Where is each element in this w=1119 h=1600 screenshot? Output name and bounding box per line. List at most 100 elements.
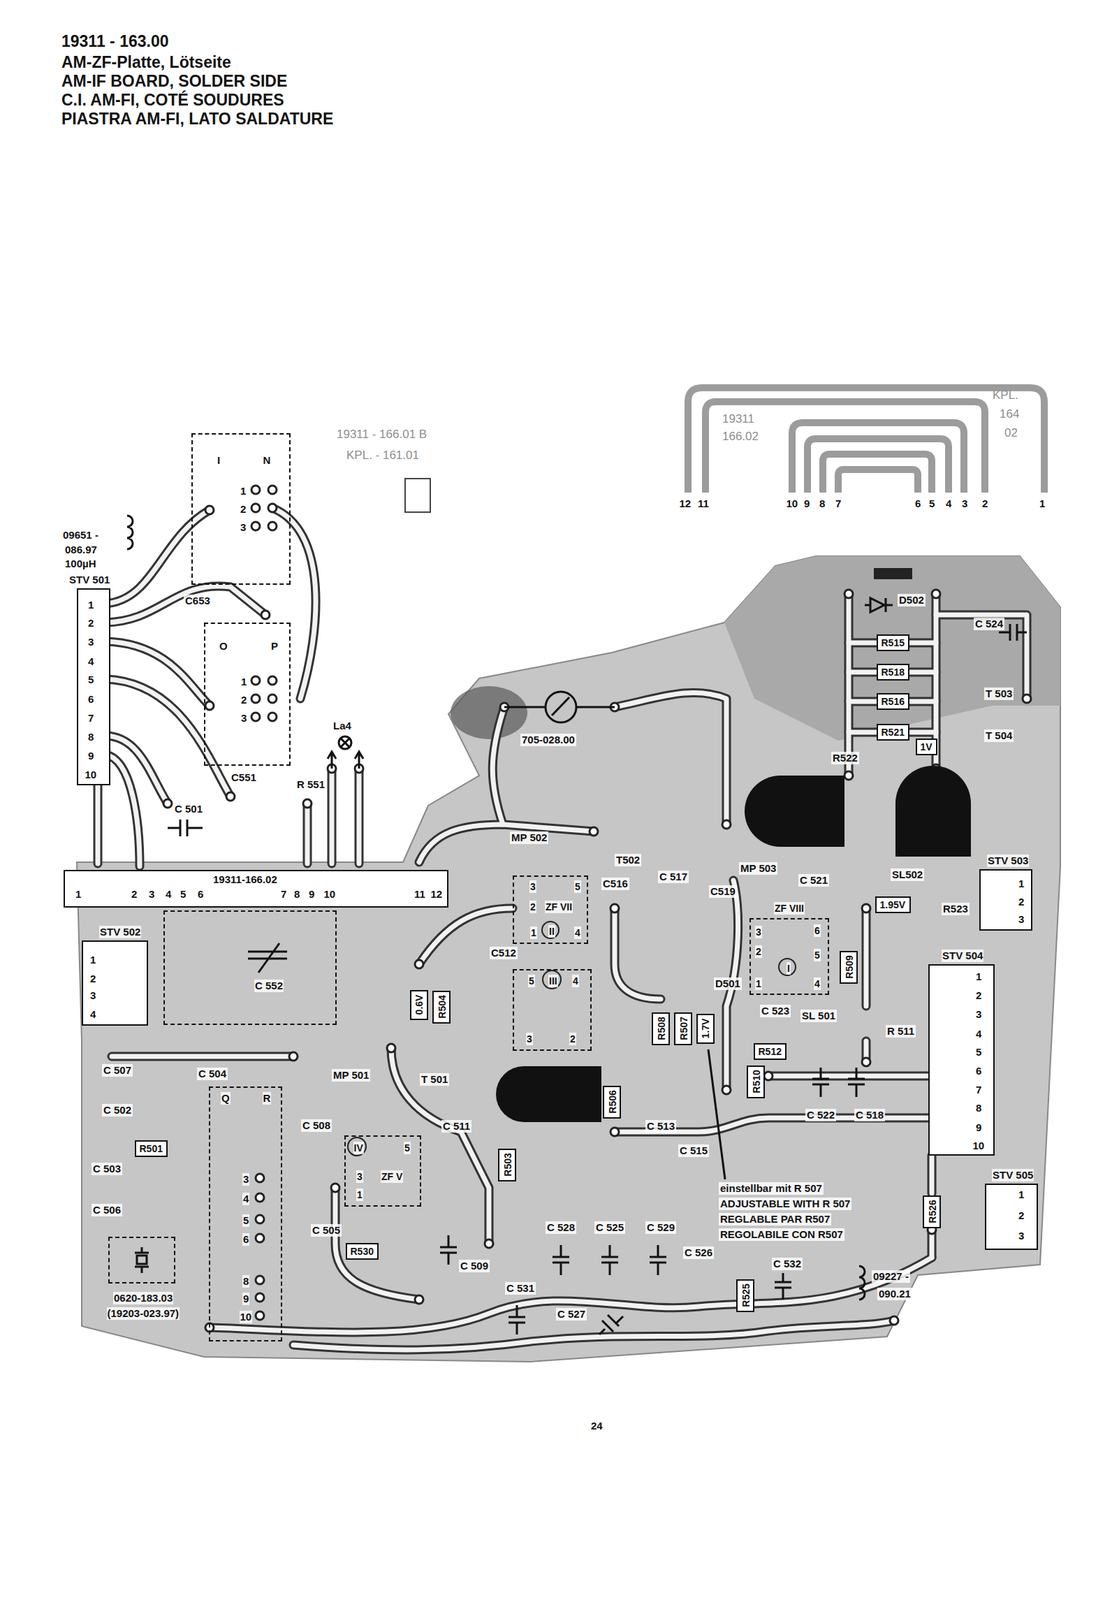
part-label: 5: [528, 974, 536, 987]
heading-line: PIASTRA AM-FI, LATO SALDATURE: [61, 109, 334, 128]
heading-line: AM-ZF-Platte, Lötseite: [61, 53, 232, 72]
dashed-outline: 0620-183.03(19203-023.97): [108, 1236, 176, 1284]
resistor-box: R510: [746, 1065, 765, 1099]
part-label: ZF VII: [544, 900, 573, 913]
dashed-outline: 5III432: [512, 968, 592, 1051]
callout-label: KPL.: [992, 388, 1019, 403]
part-label: R521: [880, 725, 906, 739]
callout-label: C 508: [301, 1119, 332, 1132]
part-label: R501: [139, 1142, 164, 1155]
part-label: 3: [975, 1007, 983, 1021]
callout-label: REGOLABILE CON R507: [718, 1227, 845, 1241]
part-label: 5: [179, 887, 187, 901]
part-label: R503: [500, 1151, 514, 1177]
callout-label: 164: [999, 407, 1020, 422]
part-label: 6: [242, 1232, 250, 1246]
part-label: 3: [89, 989, 97, 1002]
callout-label: C 506: [91, 1203, 123, 1217]
pin-number: 7: [834, 497, 843, 510]
callout-label: R 551: [295, 778, 327, 791]
callout-label: C 515: [678, 1144, 709, 1157]
pin-number: 10: [785, 497, 800, 510]
part-label: 2: [1017, 1209, 1025, 1222]
pin-number: 8: [817, 497, 827, 510]
callout-label: C 511: [441, 1119, 472, 1133]
part-label: 1: [239, 484, 247, 498]
part-label: 5: [574, 880, 582, 893]
resistor-box: R507: [674, 1012, 693, 1045]
part-label: 4: [242, 1192, 250, 1205]
callout-label: 09651 -: [61, 528, 100, 542]
part-label: R510: [749, 1068, 763, 1094]
pin-number: 5: [927, 497, 936, 510]
callout-label: T 501: [419, 1072, 450, 1086]
callout-label: C 501: [173, 802, 204, 816]
part-label: 0620-183.03: [113, 1291, 174, 1305]
part-label: 2: [130, 887, 138, 901]
resistor-box: R512: [753, 1042, 787, 1060]
callout-label: C516: [601, 877, 630, 890]
callout-label: C 531: [505, 1281, 536, 1295]
callout-label: T 503: [984, 687, 1014, 700]
part-label: 2: [569, 1032, 577, 1045]
part-label: 10: [972, 1139, 986, 1152]
part-label: 1: [356, 1188, 364, 1201]
part-label: 2: [240, 693, 248, 707]
part-label: 1: [240, 675, 248, 689]
pin-number: 11: [696, 497, 711, 510]
callout-label: C 518: [854, 1108, 886, 1122]
part-label: 5: [975, 1045, 983, 1059]
part-label: STV 501: [68, 573, 111, 587]
part-label: 1V: [919, 740, 934, 753]
callout-label: 090.21: [877, 1287, 913, 1300]
connector-box: STV 50112345678910: [76, 588, 111, 786]
callout-label: 166.02: [722, 429, 759, 444]
part-label: 8: [293, 887, 301, 901]
callout-label: La4: [331, 719, 353, 733]
callout-label: C512: [489, 946, 518, 960]
part-label: 8: [975, 1101, 983, 1115]
part-label: ZF VIII: [773, 901, 805, 915]
callout-label: 19311: [722, 412, 755, 427]
part-label: 6: [813, 924, 821, 937]
callout-label: KPL. - 161.01: [346, 448, 420, 463]
part-label: 6: [196, 887, 204, 901]
callout-label: C 532: [771, 1257, 803, 1270]
part-label: P: [270, 639, 279, 653]
callout-label: R 511: [885, 1024, 916, 1038]
part-label: R504: [435, 993, 448, 1019]
part-label: 5: [403, 1141, 411, 1154]
callout-label: D501: [713, 977, 742, 990]
callout-label: MP 501: [331, 1068, 371, 1082]
part-label: 1: [1017, 877, 1025, 890]
dashed-outline: IV53ZF V1: [344, 1135, 422, 1207]
part-label: 2: [87, 616, 95, 630]
callout-label: C519: [708, 885, 737, 898]
heading-line: C.I. AM-FI, COTÉ SOUDURES: [61, 90, 285, 109]
part-label: C 552: [254, 979, 284, 992]
part-label: 3: [525, 1032, 533, 1045]
callout-label: C 503: [91, 1162, 123, 1175]
connector-box: STV 50412345678910: [928, 963, 995, 1156]
part-label: I: [786, 961, 791, 975]
pin-number: 1: [1037, 497, 1047, 510]
part-label: R516: [880, 695, 906, 708]
connector-box: STV 505123: [984, 1183, 1038, 1250]
part-label: 3: [240, 711, 248, 725]
part-label: STV 504: [941, 949, 984, 962]
part-label: 1: [755, 977, 763, 990]
part-label: 1: [975, 970, 983, 983]
callout-label: 705-028.00: [520, 733, 577, 746]
resistor-box: R525: [736, 1278, 755, 1312]
part-label: R515: [880, 636, 906, 649]
part-label: 19311-166.02: [212, 873, 279, 886]
part-label: 6: [87, 692, 95, 706]
pin-number: 12: [678, 497, 693, 510]
callout-label: C 526: [683, 1246, 714, 1259]
resistor-box: R508: [651, 1012, 670, 1045]
callout-label: ADJUSTABLE WITH R 507: [718, 1197, 852, 1210]
part-label: I: [216, 454, 221, 467]
callout-label: C 513: [645, 1119, 677, 1133]
part-label: 3: [242, 1172, 250, 1186]
